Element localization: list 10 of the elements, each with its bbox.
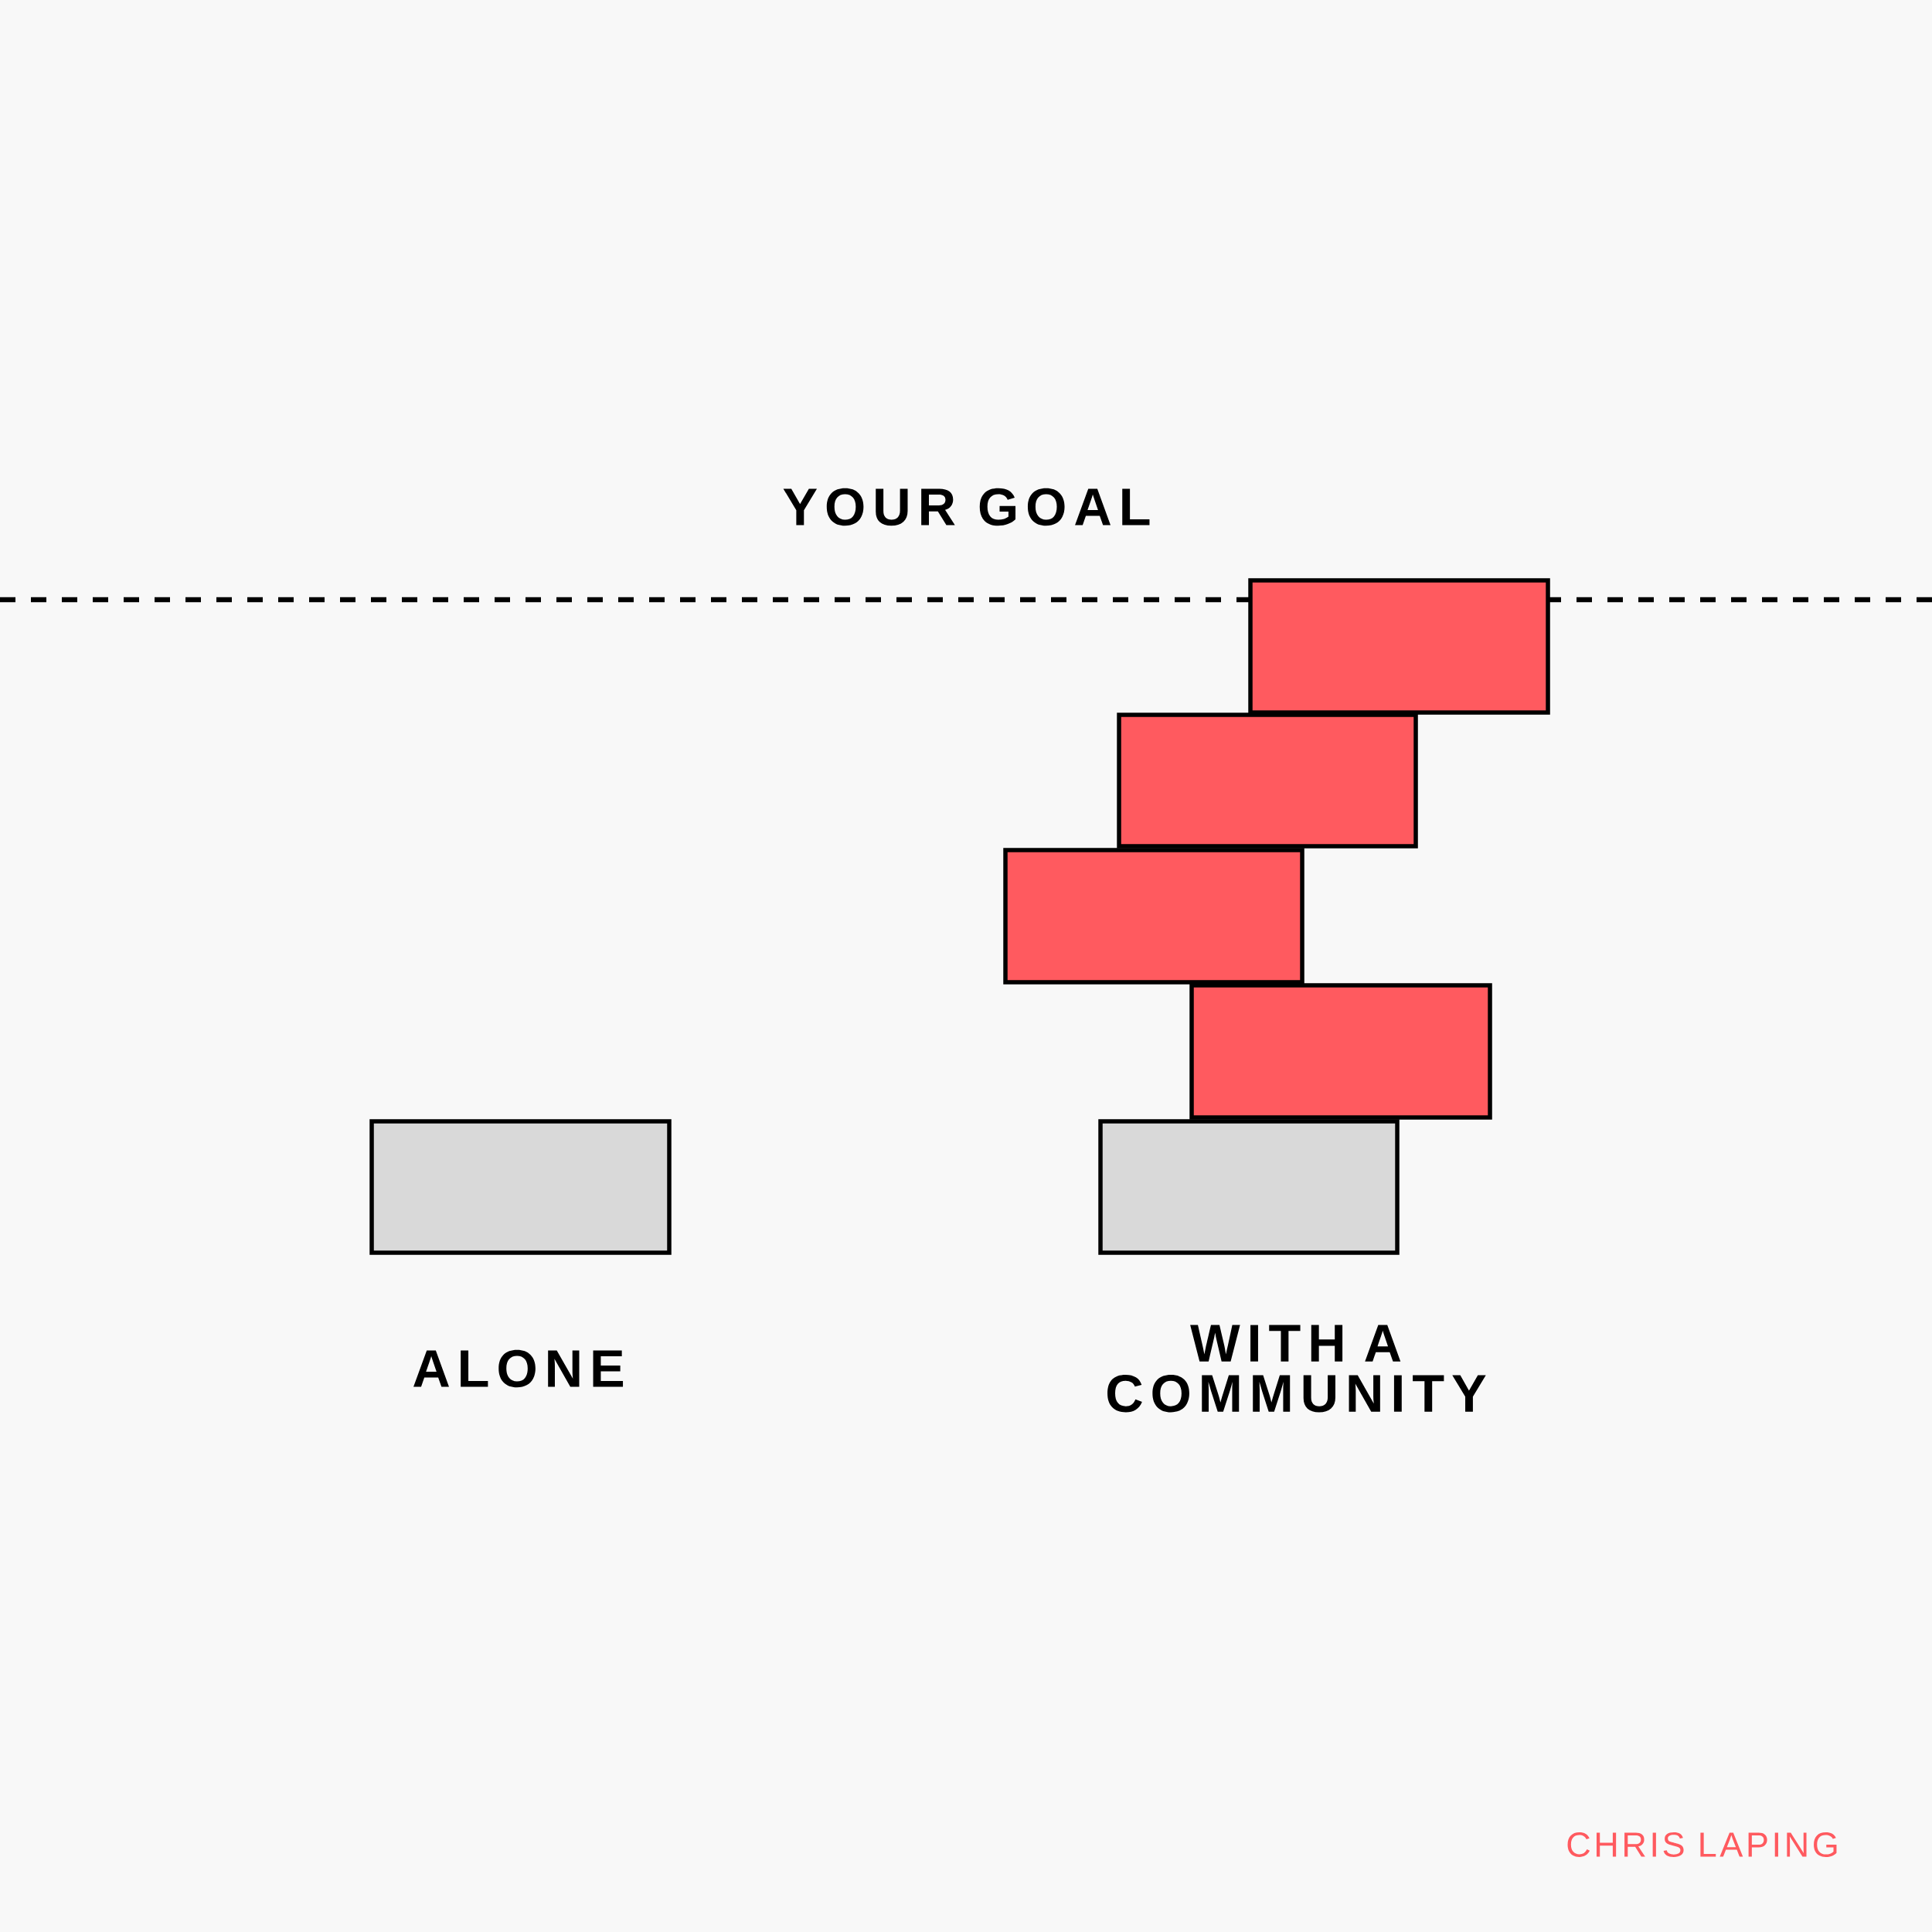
column-label: ALONE [413,1349,624,1388]
column-label: WITH A COMMUNITY [1107,1325,1486,1413]
block [369,1119,672,1255]
block [1098,1119,1400,1255]
block [1248,578,1550,715]
signature: CHRIS LAPING [1567,1832,1837,1857]
block [1117,713,1418,849]
goal-label: YOUR GOAL [783,488,1150,526]
block [1189,983,1492,1120]
block [1003,848,1304,985]
